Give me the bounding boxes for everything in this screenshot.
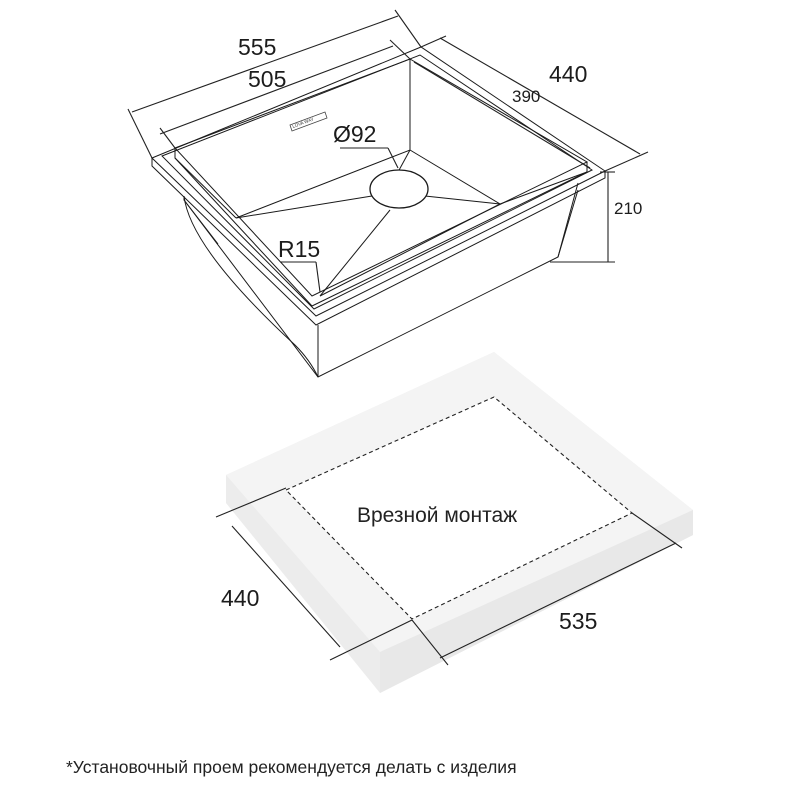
dim-cutout-depth: 440: [215, 487, 413, 661]
dim-cutout-width: 535: [411, 512, 683, 666]
bowl-wall-right: [311, 162, 588, 307]
bowl-floor: [235, 149, 502, 297]
dim-inner-depth: 390: [413, 61, 591, 169]
dim-corner-radius: R15: [278, 236, 321, 293]
svg-text:505: 505: [248, 66, 286, 92]
sink-inner-rim: [161, 54, 593, 310]
sink-rim-front: [151, 158, 606, 326]
svg-text:R15: R15: [278, 236, 320, 262]
dim-outer-width: 555: [127, 9, 422, 159]
svg-text:555: 555: [238, 34, 276, 60]
drain-hole: [369, 169, 429, 209]
svg-text:210: 210: [614, 199, 642, 218]
sink-drawing: LOVA WAY 555 505 440 390: [127, 9, 649, 378]
countertop-front-right: [380, 510, 693, 693]
svg-text:440: 440: [549, 61, 587, 87]
cutout-title: Врезной монтаж: [357, 504, 517, 527]
countertop-front-left: [226, 475, 380, 693]
dim-outer-depth: 440: [420, 35, 649, 172]
brand-plate: LOVA WAY: [289, 111, 328, 132]
dim-drain: Ø92: [333, 121, 399, 169]
bowl-wall-left: [174, 148, 313, 307]
dim-height: 210: [550, 171, 642, 263]
svg-text:535: 535: [559, 608, 597, 634]
svg-text:390: 390: [512, 87, 540, 106]
svg-text:Ø92: Ø92: [333, 121, 376, 147]
sink-body: [183, 182, 579, 378]
svg-text:440: 440: [221, 585, 259, 611]
installation-footnote: *Установочный проем рекомендуется делать…: [66, 757, 517, 777]
dim-inner-width: 505: [159, 39, 411, 149]
cutout-drawing: Врезной монтаж 440 535: [215, 352, 693, 693]
